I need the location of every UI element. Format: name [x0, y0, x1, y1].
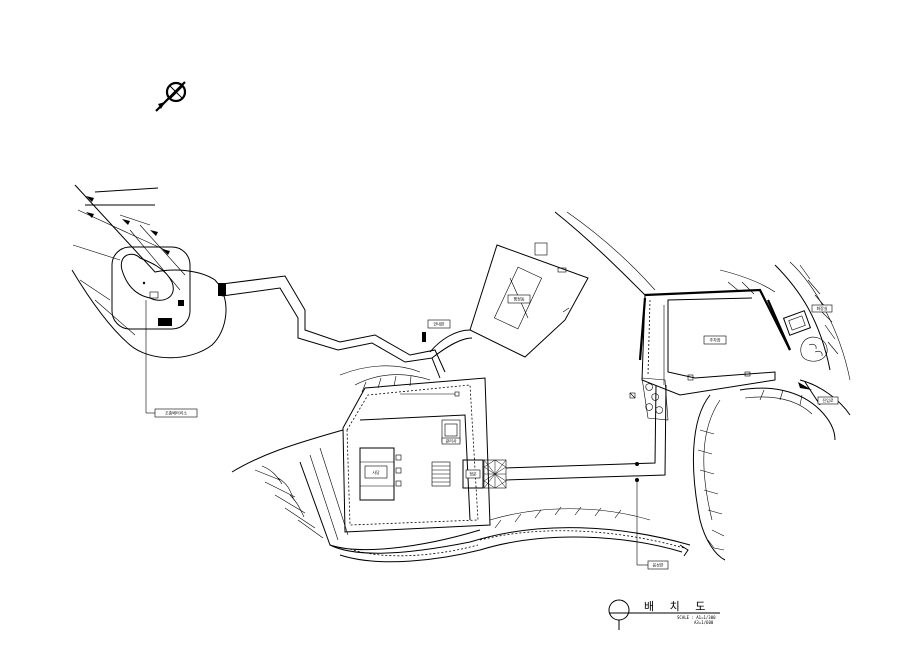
label-arrow-right: 진입로 [822, 397, 833, 403]
label-well: 음성판 [652, 562, 663, 568]
label-main-building: 주차장 [709, 337, 720, 343]
title-block: 배 치 도 SCALE : A1=1/300 A3=1/600 [608, 599, 720, 630]
label-lower-hall: 사당 [372, 469, 380, 475]
title-circle-icon [608, 599, 630, 621]
main-road: 음성판 [505, 384, 669, 570]
right-complex: 주차장 [554, 211, 792, 421]
right-lower-slope [692, 387, 836, 561]
label-left-mound: 조종배터리소 [165, 410, 187, 416]
label-right-building: 화장실 [816, 305, 827, 311]
mound-platform [111, 246, 191, 330]
drawing-title: 배 치 도 [644, 600, 711, 613]
left-slope [231, 365, 481, 551]
label-info-center: 안내판 [433, 321, 444, 327]
winding-path [218, 275, 446, 379]
lower-complex: 사당 관리사 정문 [342, 377, 507, 533]
rock-pile [641, 377, 669, 421]
scale-line-2: A3=1/600 [694, 620, 714, 625]
bottom-road [329, 506, 691, 563]
label-gate: 정문 [469, 471, 477, 477]
label-sub-building: 관리사 [445, 438, 456, 444]
label-upper-hall: 행정동 [513, 296, 524, 302]
stairs [431, 461, 451, 487]
left-mound-area [71, 184, 227, 359]
north-arrow-icon [155, 81, 187, 112]
scale-line-1: SCALE : A1=1/300 [677, 615, 716, 620]
far-right-area: 화장실 진입로 [774, 261, 851, 416]
gate-pad [483, 459, 507, 489]
